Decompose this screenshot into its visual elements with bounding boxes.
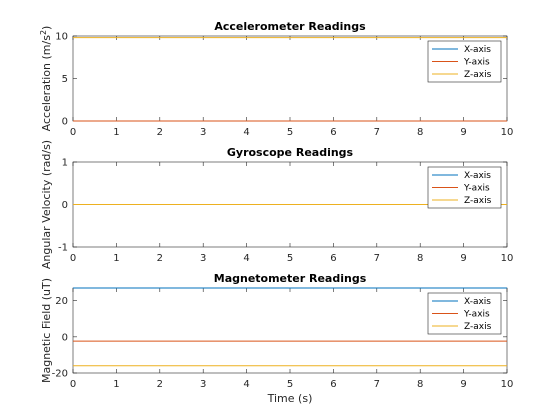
x-tick-label: 4 xyxy=(243,379,249,390)
x-tick-label: 10 xyxy=(501,253,514,264)
x-tick-label: 6 xyxy=(330,127,336,138)
chart-title: Accelerometer Readings xyxy=(214,20,366,33)
legend-label: X-axis xyxy=(464,171,491,181)
x-tick-label: 2 xyxy=(157,253,163,264)
y-tick-label: 1 xyxy=(62,158,68,169)
x-tick-label: 1 xyxy=(113,379,119,390)
y-tick-label: -1 xyxy=(58,243,68,254)
y-tick-label: 10 xyxy=(55,32,68,43)
x-tick-label: 8 xyxy=(417,127,423,138)
x-tick-label: 5 xyxy=(287,379,293,390)
y-tick-label: 0 xyxy=(62,332,68,343)
x-tick-label: 3 xyxy=(200,253,206,264)
legend-box xyxy=(427,40,502,83)
y-axis-label: Magnetic Field (uT) xyxy=(40,278,53,383)
x-tick-label: 5 xyxy=(287,253,293,264)
x-tick-label: 10 xyxy=(501,379,514,390)
x-tick-label: 7 xyxy=(374,253,380,264)
legend-label: Y-axis xyxy=(463,58,490,68)
x-tick-label: 6 xyxy=(330,253,336,264)
x-tick-label: 7 xyxy=(374,127,380,138)
x-tick-label: 5 xyxy=(287,127,293,138)
y-tick-label: 0 xyxy=(62,117,68,128)
y-tick-label: 20 xyxy=(55,296,68,307)
x-tick-label: 9 xyxy=(460,127,466,138)
chart-title: Magnetometer Readings xyxy=(214,272,367,285)
x-tick-label: 0 xyxy=(70,127,76,138)
legend-label: Y-axis xyxy=(463,184,490,194)
x-tick-label: 9 xyxy=(460,253,466,264)
legend-label: X-axis xyxy=(464,297,491,307)
x-tick-label: 4 xyxy=(243,127,249,138)
x-tick-label: 0 xyxy=(70,253,76,264)
x-tick-label: 9 xyxy=(460,379,466,390)
x-tick-label: 8 xyxy=(417,379,423,390)
legend-label: Y-axis xyxy=(463,310,490,320)
legend-label: Z-axis xyxy=(464,70,492,80)
x-tick-label: 10 xyxy=(501,127,514,138)
x-tick-label: 1 xyxy=(113,253,119,264)
y-axis-label: Acceleration (m/s2) xyxy=(39,26,54,132)
x-axis-label: Time (s) xyxy=(267,392,313,405)
y-tick-label: 0 xyxy=(62,200,68,211)
x-tick-label: 3 xyxy=(200,379,206,390)
x-tick-label: 6 xyxy=(330,379,336,390)
chart-title: Gyroscope Readings xyxy=(227,146,354,159)
x-tick-label: 0 xyxy=(70,379,76,390)
x-tick-label: 2 xyxy=(157,127,163,138)
y-tick-label: -20 xyxy=(52,369,68,380)
y-axis-label: Angular Velocity (rad/s) xyxy=(40,140,53,269)
legend-label: X-axis xyxy=(464,45,491,55)
y-tick-label: 5 xyxy=(62,74,68,85)
x-tick-label: 8 xyxy=(417,253,423,264)
x-tick-label: 7 xyxy=(374,379,380,390)
x-tick-label: 1 xyxy=(113,127,119,138)
x-tick-label: 2 xyxy=(157,379,163,390)
x-tick-label: 3 xyxy=(200,127,206,138)
x-tick-label: 4 xyxy=(243,253,249,264)
legend-label: Z-axis xyxy=(464,196,492,206)
legend-label: Z-axis xyxy=(464,322,492,332)
